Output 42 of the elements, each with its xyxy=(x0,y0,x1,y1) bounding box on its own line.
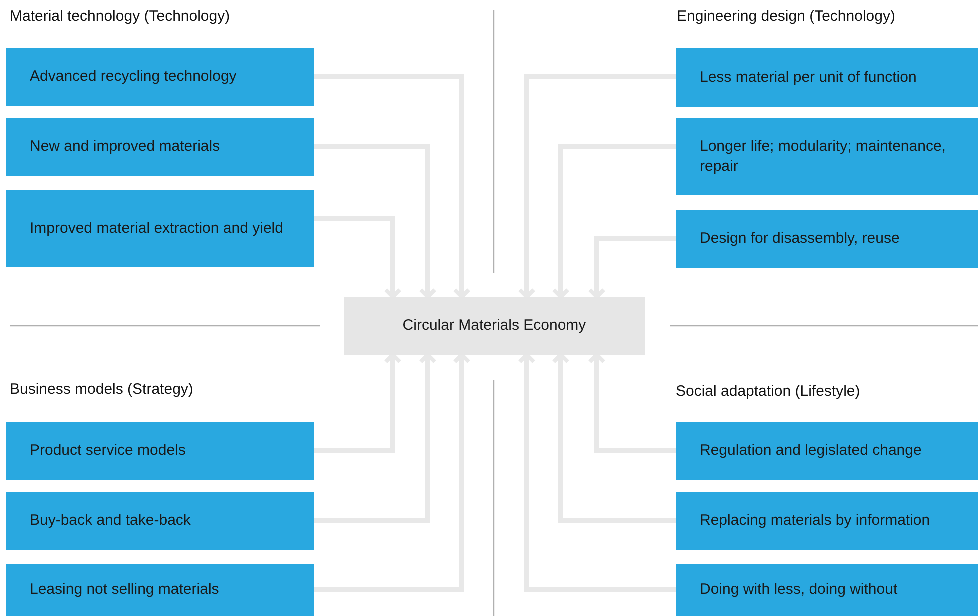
box-label: Longer life; modularity; maintenance, repair xyxy=(700,136,947,176)
category-box xyxy=(6,564,314,616)
arrow xyxy=(518,74,676,299)
category-box xyxy=(676,564,978,616)
box-label: Improved material extraction and yield xyxy=(30,218,284,238)
arrow xyxy=(588,236,676,299)
arrow xyxy=(314,216,402,299)
section-heading: Material technology (Technology) xyxy=(10,8,230,25)
box-label: Circular Materials Economy xyxy=(402,316,586,336)
box-label: Doing with less, doing without xyxy=(700,580,898,600)
arrow xyxy=(518,353,676,592)
arrow xyxy=(552,144,676,299)
category-box xyxy=(6,190,314,267)
box-label: Regulation and legislated change xyxy=(700,441,922,461)
category-box xyxy=(6,492,314,550)
category-box xyxy=(6,422,314,480)
section-heading: Business models (Strategy) xyxy=(10,381,194,398)
section-heading: Social adaptation (Lifestyle) xyxy=(676,383,860,400)
center-box xyxy=(344,297,645,355)
arrow xyxy=(314,74,471,299)
box-label: Replacing materials by information xyxy=(700,511,930,531)
arrow xyxy=(314,353,471,592)
category-box xyxy=(6,118,314,176)
arrow xyxy=(314,353,402,454)
arrow xyxy=(314,144,437,299)
category-box xyxy=(676,492,978,550)
box-label: Design for disassembly, reuse xyxy=(700,229,900,249)
arrow xyxy=(552,353,676,524)
box-label: Advanced recycling technology xyxy=(30,67,237,87)
arrow xyxy=(314,353,437,524)
category-box xyxy=(676,48,978,107)
category-box xyxy=(6,48,314,106)
box-label: Less material per unit of function xyxy=(700,68,917,88)
category-box xyxy=(676,210,978,268)
category-box xyxy=(676,118,978,195)
arrow xyxy=(588,353,676,454)
box-label: Buy-back and take-back xyxy=(30,511,191,531)
section-heading: Engineering design (Technology) xyxy=(677,8,896,25)
box-label: New and improved materials xyxy=(30,137,220,157)
box-label: Product service models xyxy=(30,441,186,461)
category-box xyxy=(676,422,978,480)
box-label: Leasing not selling materials xyxy=(30,580,220,600)
